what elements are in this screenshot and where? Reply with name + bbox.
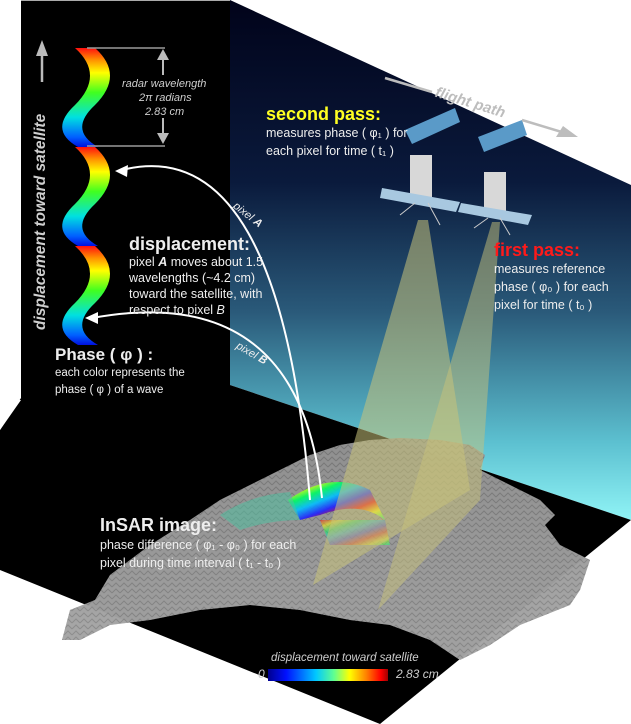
text: moves about 1.5 xyxy=(167,255,264,269)
first-pass-title: first pass: xyxy=(494,240,581,260)
colorbar-min: 0 xyxy=(258,667,265,681)
displacement-line-3: toward the satellite, with xyxy=(129,287,263,301)
second-pass-line-2: each pixel for time ( t₁ ) xyxy=(266,144,394,158)
colorbar xyxy=(268,669,388,681)
insar-line-2: pixel during time interval ( t₁ - t₀ ) xyxy=(100,556,281,570)
text: pixel xyxy=(129,255,159,269)
wavelength-value: 2.83 cm xyxy=(145,106,185,118)
beam-first-pass xyxy=(378,222,500,610)
radians-label: 2π radians xyxy=(139,92,192,104)
satellite-second-pass xyxy=(380,108,460,226)
displacement-line-2: wavelengths (~4.2 cm) xyxy=(129,271,256,285)
first-pass-line-1: measures reference xyxy=(494,262,606,276)
phase-line-1: each color represents the xyxy=(55,367,185,379)
wavelength-label: radar wavelength xyxy=(122,78,207,90)
axis-label: displacement toward satellite xyxy=(32,113,49,330)
colorbar-max: 2.83 cm xyxy=(396,667,439,681)
wavelength-bracket xyxy=(87,47,169,147)
displacement-title: displacement: xyxy=(129,234,251,254)
text: respect to pixel xyxy=(129,303,217,317)
phase-line-2: phase ( φ ) of a wave xyxy=(55,384,164,396)
displacement-line-1: pixel A moves about 1.5 xyxy=(129,254,263,271)
insar-title: InSAR image: xyxy=(100,515,218,535)
second-pass-line-1: measures phase ( φ₁ ) for xyxy=(266,126,408,140)
first-pass-line-3: pixel for time ( t₀ ) xyxy=(494,298,593,312)
axis-arrow-up xyxy=(36,40,48,82)
phase-title: Phase ( φ ) : xyxy=(55,345,154,364)
displacement-line-4: respect to pixel B xyxy=(129,302,225,319)
flight-path-arrow xyxy=(384,76,578,137)
colorbar-title: displacement toward satellite xyxy=(271,652,419,664)
pixel-b-letter: B xyxy=(216,303,225,317)
second-pass-title: second pass: xyxy=(266,104,382,124)
phase-panel-bg xyxy=(21,0,230,400)
phase-wave xyxy=(62,48,110,345)
satellite-first-pass xyxy=(458,120,532,236)
insar-line-1: phase difference ( φ₁ - φ₀ ) for each xyxy=(100,538,297,552)
pixel-a-letter: A xyxy=(158,255,168,269)
first-pass-line-2: phase ( φ₀ ) for each xyxy=(494,280,609,294)
pixel-arcs xyxy=(85,165,323,501)
